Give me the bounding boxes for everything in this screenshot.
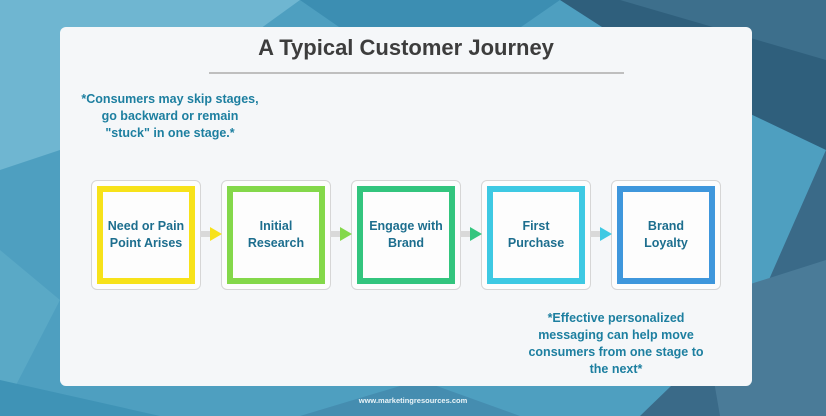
stage-research-label: Initial Research bbox=[227, 186, 325, 284]
page-title: A Typical Customer Journey bbox=[258, 35, 554, 60]
stage-purchase-label: First Purchase bbox=[487, 186, 585, 284]
footer-url: www.marketingresources.com bbox=[358, 396, 468, 405]
stage-research-box: Initial Research bbox=[221, 180, 331, 290]
title-divider bbox=[209, 72, 624, 74]
stage-engage-box: Engage with Brand bbox=[351, 180, 461, 290]
note-personalized-messaging: *Effective personalized messaging can he… bbox=[528, 311, 704, 376]
arrow-icon bbox=[200, 227, 222, 241]
stage-loyalty-label: Brand Loyalty bbox=[617, 186, 715, 284]
stage-purchase-box: First Purchase bbox=[481, 180, 591, 290]
stage-need-label: Need or Pain Point Arises bbox=[97, 186, 195, 284]
stage-engage-label: Engage with Brand bbox=[357, 186, 455, 284]
stage-loyalty-box: Brand Loyalty bbox=[611, 180, 721, 290]
journey-card: A Typical Customer Journey *Consumers ma… bbox=[60, 27, 752, 386]
arrow-icon bbox=[330, 227, 352, 241]
arrow-icon bbox=[590, 227, 612, 241]
stage-need-box: Need or Pain Point Arises bbox=[91, 180, 201, 290]
note-skip-stages: *Consumers may skip stages, go backward … bbox=[81, 92, 259, 140]
arrow-icon bbox=[460, 227, 482, 241]
